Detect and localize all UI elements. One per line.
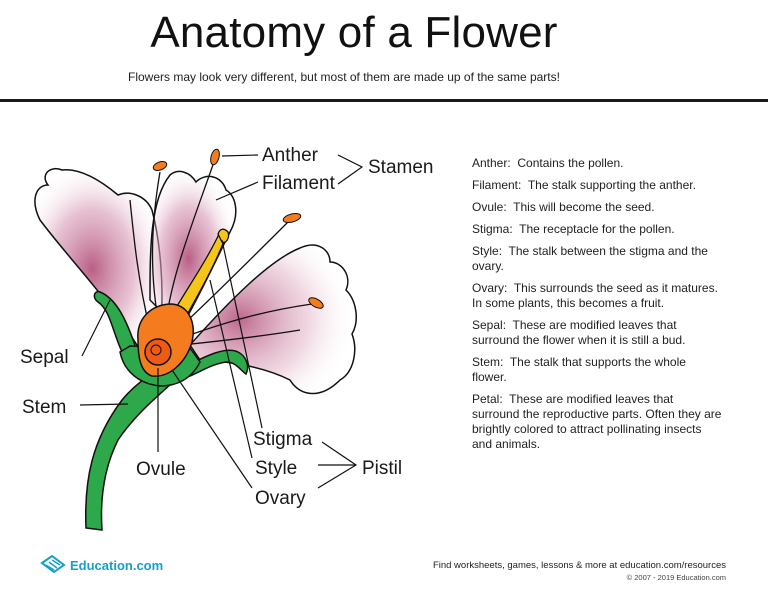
label-stamen: Stamen	[368, 157, 433, 178]
label-pistil: Pistil	[362, 458, 402, 479]
ovule-shape	[144, 338, 172, 366]
definition-sepal: SepalThese are modified leaves that surr…	[472, 318, 722, 348]
header-divider	[0, 99, 768, 102]
definition-petal: PetalThese are modified leaves that surr…	[472, 392, 722, 452]
definition-style: StyleThe stalk between the stigma and th…	[472, 244, 722, 274]
definition-ovary: OvaryThis surrounds the seed as it matur…	[472, 281, 722, 311]
definition-stigma: StigmaThe receptacle for the pollen.	[472, 222, 722, 237]
page-subtitle: Flowers may look very different, but mos…	[128, 70, 560, 84]
definition-ovule: OvuleThis will become the seed.	[472, 200, 722, 215]
definition-filament: FilamentThe stalk supporting the anther.	[472, 178, 722, 193]
footer-copyright: © 2007 - 2019 Education.com	[626, 573, 726, 582]
page-title: Anatomy of a Flower	[150, 8, 558, 57]
stem-shape	[84, 361, 188, 531]
definition-stem: StemThe stalk that supports the whole fl…	[472, 355, 722, 385]
education-logo[interactable]: Education.com	[40, 553, 163, 577]
leader-lines	[79, 154, 364, 489]
label-ovule: Ovule	[136, 459, 186, 480]
label-stem: Stem	[22, 397, 66, 418]
label-ovary: Ovary	[255, 488, 306, 509]
label-style: Style	[255, 458, 297, 479]
definitions-list: AntherContains the pollen. FilamentThe s…	[472, 156, 722, 459]
footer-info: Find worksheets, games, lessons & more a…	[433, 560, 726, 582]
flower-diagram: Anther Filament Stamen Sepal Stem Ovule …	[20, 145, 433, 531]
education-logo-text: Education.com	[70, 557, 164, 573]
label-sepal: Sepal	[20, 347, 69, 368]
anthers	[152, 148, 324, 309]
label-anther: Anther	[262, 145, 319, 166]
footer-resources-link[interactable]: Find worksheets, games, lessons & more a…	[432, 560, 726, 571]
stigma-shape	[217, 228, 230, 244]
petal-right	[189, 244, 358, 395]
label-stigma: Stigma	[253, 429, 313, 450]
education-logo-icon	[40, 554, 66, 574]
definition-anther: AntherContains the pollen.	[472, 156, 722, 171]
label-filament: Filament	[262, 173, 336, 194]
